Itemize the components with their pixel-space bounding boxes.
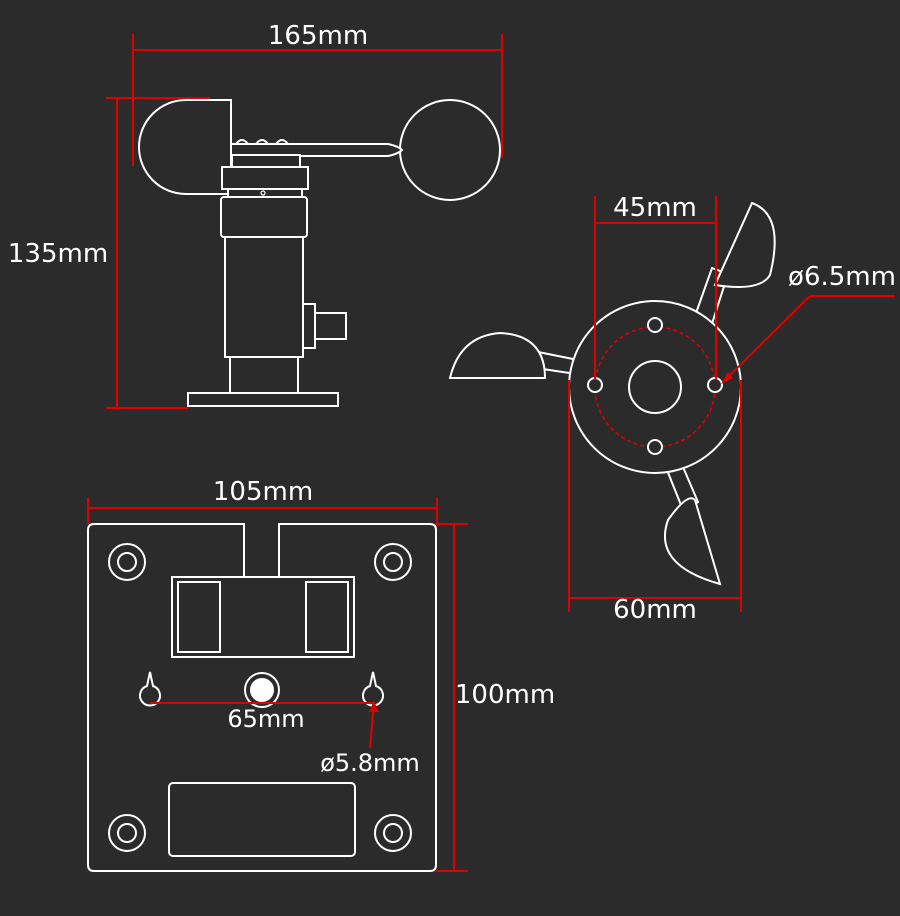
plate-screw-bottom-right-inner bbox=[383, 823, 403, 843]
plate-label-area bbox=[168, 782, 356, 857]
plate-height-label: 100mm bbox=[455, 680, 555, 710]
top-center-hole bbox=[628, 360, 682, 414]
plate-screw-bottom-left bbox=[108, 814, 146, 852]
plate-width-label: 105mm bbox=[213, 477, 313, 507]
plate-bracket-left-window bbox=[177, 581, 221, 653]
plate-keyhole-right bbox=[362, 671, 384, 707]
side-sensor-head bbox=[221, 166, 309, 190]
top-hole-left bbox=[587, 377, 603, 393]
top-hole-spacing-label: 45mm bbox=[613, 193, 697, 223]
side-base-plate bbox=[187, 392, 339, 407]
plate-screw-top-left bbox=[108, 543, 146, 581]
top-dimension-lines bbox=[568, 196, 895, 612]
plate-center-hole bbox=[244, 672, 280, 708]
top-view bbox=[448, 201, 776, 586]
plate-slot-diameter-label: ø5.8mm bbox=[320, 749, 420, 777]
side-right-cup bbox=[399, 99, 501, 201]
top-cup-left bbox=[448, 331, 547, 379]
side-left-cup bbox=[138, 99, 232, 195]
top-hole-top bbox=[647, 317, 663, 333]
plate-screw-top-right bbox=[374, 543, 412, 581]
top-flange-label: 60mm bbox=[613, 595, 697, 625]
side-dimension-lines bbox=[106, 34, 503, 409]
plate-slot-spacing-label: 65mm bbox=[227, 705, 304, 733]
side-hub-bumps bbox=[235, 139, 289, 145]
side-indicator-dot bbox=[260, 190, 266, 196]
side-body-upper bbox=[220, 196, 308, 238]
plate-bracket bbox=[171, 576, 355, 658]
side-width-label: 165mm bbox=[268, 21, 368, 51]
top-hole-bottom bbox=[647, 439, 663, 455]
side-neck bbox=[229, 356, 299, 394]
top-hole-right bbox=[707, 377, 723, 393]
plate-bracket-right-window bbox=[305, 581, 349, 653]
plate-dimension-lines bbox=[87, 498, 468, 872]
plate-keyhole-left bbox=[139, 671, 161, 707]
plate-screw-bottom-right bbox=[374, 814, 412, 852]
side-connector bbox=[314, 312, 347, 340]
plate-screw-top-left-inner bbox=[117, 552, 137, 572]
side-connector-base bbox=[302, 303, 316, 349]
mounting-plate bbox=[87, 523, 437, 872]
side-body-lower bbox=[224, 236, 304, 358]
side-view bbox=[138, 99, 501, 407]
plate-screw-top-right-inner bbox=[383, 552, 403, 572]
top-hole-diameter-label: ø6.5mm bbox=[788, 262, 896, 292]
side-height-label: 135mm bbox=[8, 239, 108, 269]
plate-outline bbox=[87, 523, 437, 872]
plate-center-hole-inner bbox=[250, 678, 274, 702]
top-cup-lower bbox=[663, 497, 722, 586]
top-cup-upper bbox=[713, 201, 776, 288]
plate-screw-bottom-left-inner bbox=[117, 823, 137, 843]
side-hub-collar bbox=[231, 154, 301, 168]
side-arm bbox=[232, 143, 404, 157]
